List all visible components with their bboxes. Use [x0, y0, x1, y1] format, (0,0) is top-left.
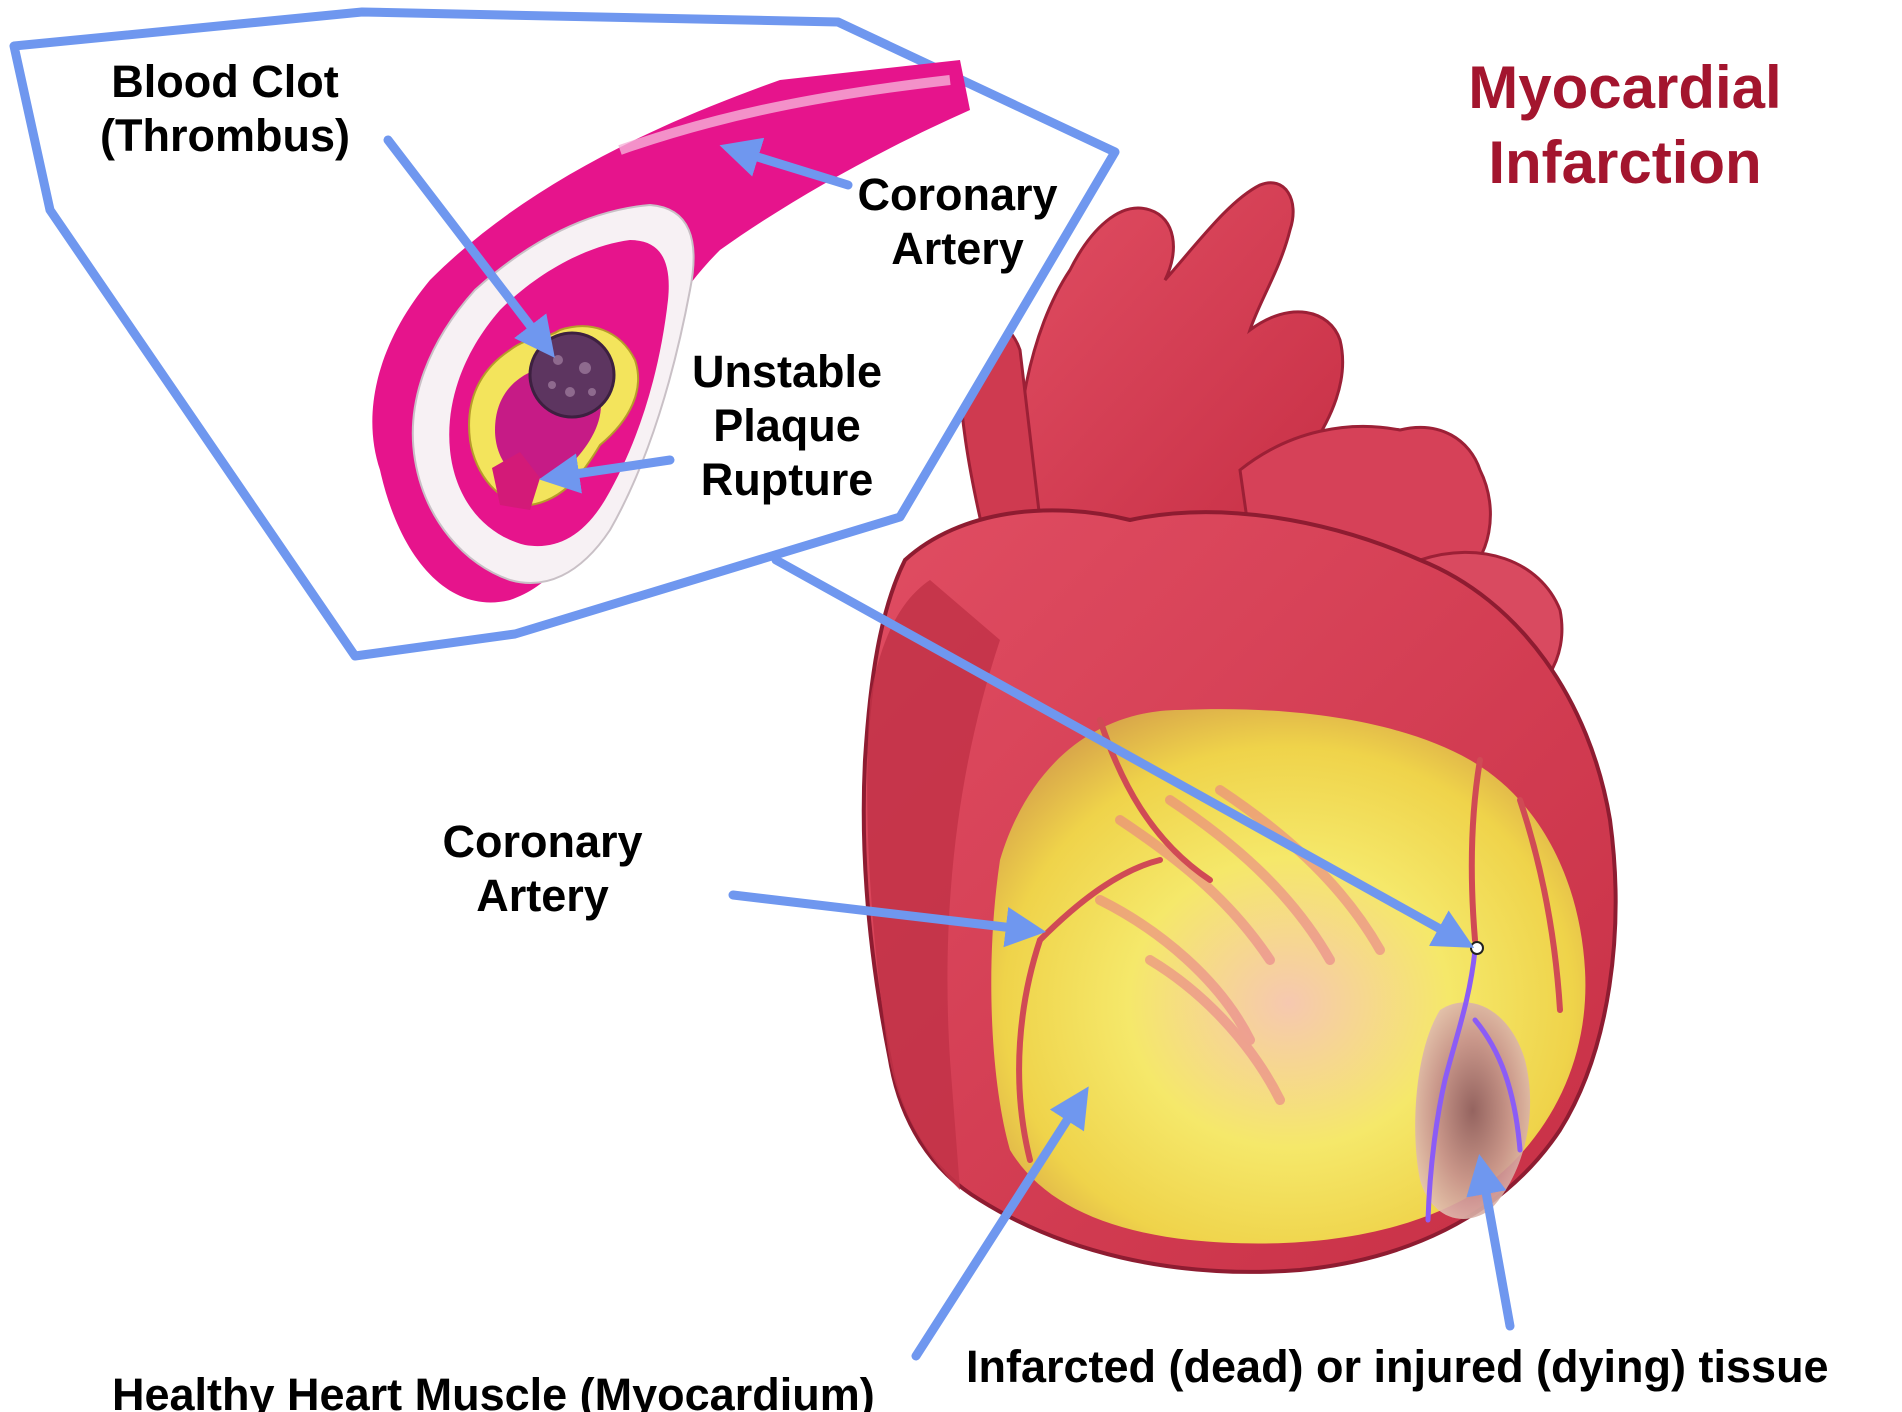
label-blood-clot-line-2: (Thrombus) — [60, 109, 390, 163]
label-infarcted-tissue: Infarcted (dead) or injured (dying) tiss… — [966, 1340, 1896, 1394]
label-blood-clot: Blood Clot (Thrombus) — [60, 55, 390, 163]
label-infarcted-text: Infarcted (dead) or injured (dying) tiss… — [966, 1340, 1896, 1394]
label-plaque-line-3: Rupture — [672, 453, 902, 507]
label-coronary-artery-heart: Coronary Artery — [430, 815, 655, 923]
label-plaque-rupture: Unstable Plaque Rupture — [672, 345, 902, 507]
label-coronary-heart-line-1: Coronary — [430, 815, 655, 869]
title-line-1: Myocardial — [1410, 50, 1840, 125]
occlusion-point — [1471, 942, 1483, 954]
label-healthy-heart-muscle: Healthy Heart Muscle (Myocardium) — [112, 1368, 932, 1412]
label-healthy-muscle-text: Healthy Heart Muscle (Myocardium) — [112, 1368, 932, 1412]
label-coronary-inset-line-1: Coronary — [845, 168, 1070, 222]
title-line-2: Infarction — [1410, 125, 1840, 200]
label-plaque-line-1: Unstable — [672, 345, 902, 399]
label-plaque-line-2: Plaque — [672, 399, 902, 453]
label-coronary-inset-line-2: Artery — [845, 222, 1070, 276]
label-coronary-artery-inset: Coronary Artery — [845, 168, 1070, 276]
label-coronary-heart-line-2: Artery — [430, 869, 655, 923]
diagram-title: Myocardial Infarction — [1410, 50, 1840, 200]
label-blood-clot-line-1: Blood Clot — [60, 55, 390, 109]
